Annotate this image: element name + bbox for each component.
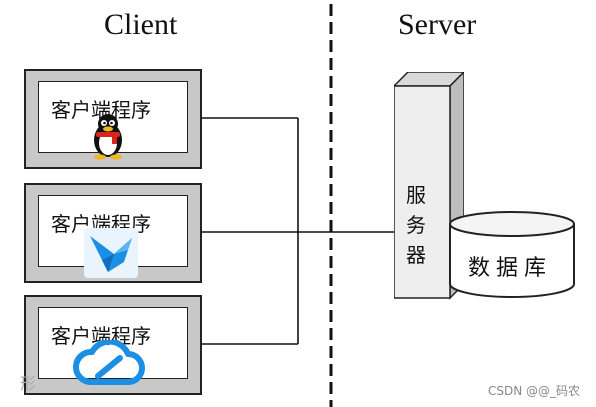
server-label: 服务器: [406, 183, 432, 267]
client-program-box-3: 客户端程序: [24, 295, 202, 395]
cloud-icon: [72, 340, 145, 385]
corner-mark: 形: [20, 374, 37, 393]
database-label: 数据库: [468, 256, 553, 281]
qq-penguin-icon: [94, 114, 122, 160]
server-heading: Server: [398, 8, 477, 41]
csdn-watermark: CSDN @@_码农: [487, 384, 580, 398]
swallow-bird-icon: [84, 228, 138, 278]
database-cylinder: [449, 211, 575, 298]
client-heading: Client: [104, 8, 178, 41]
